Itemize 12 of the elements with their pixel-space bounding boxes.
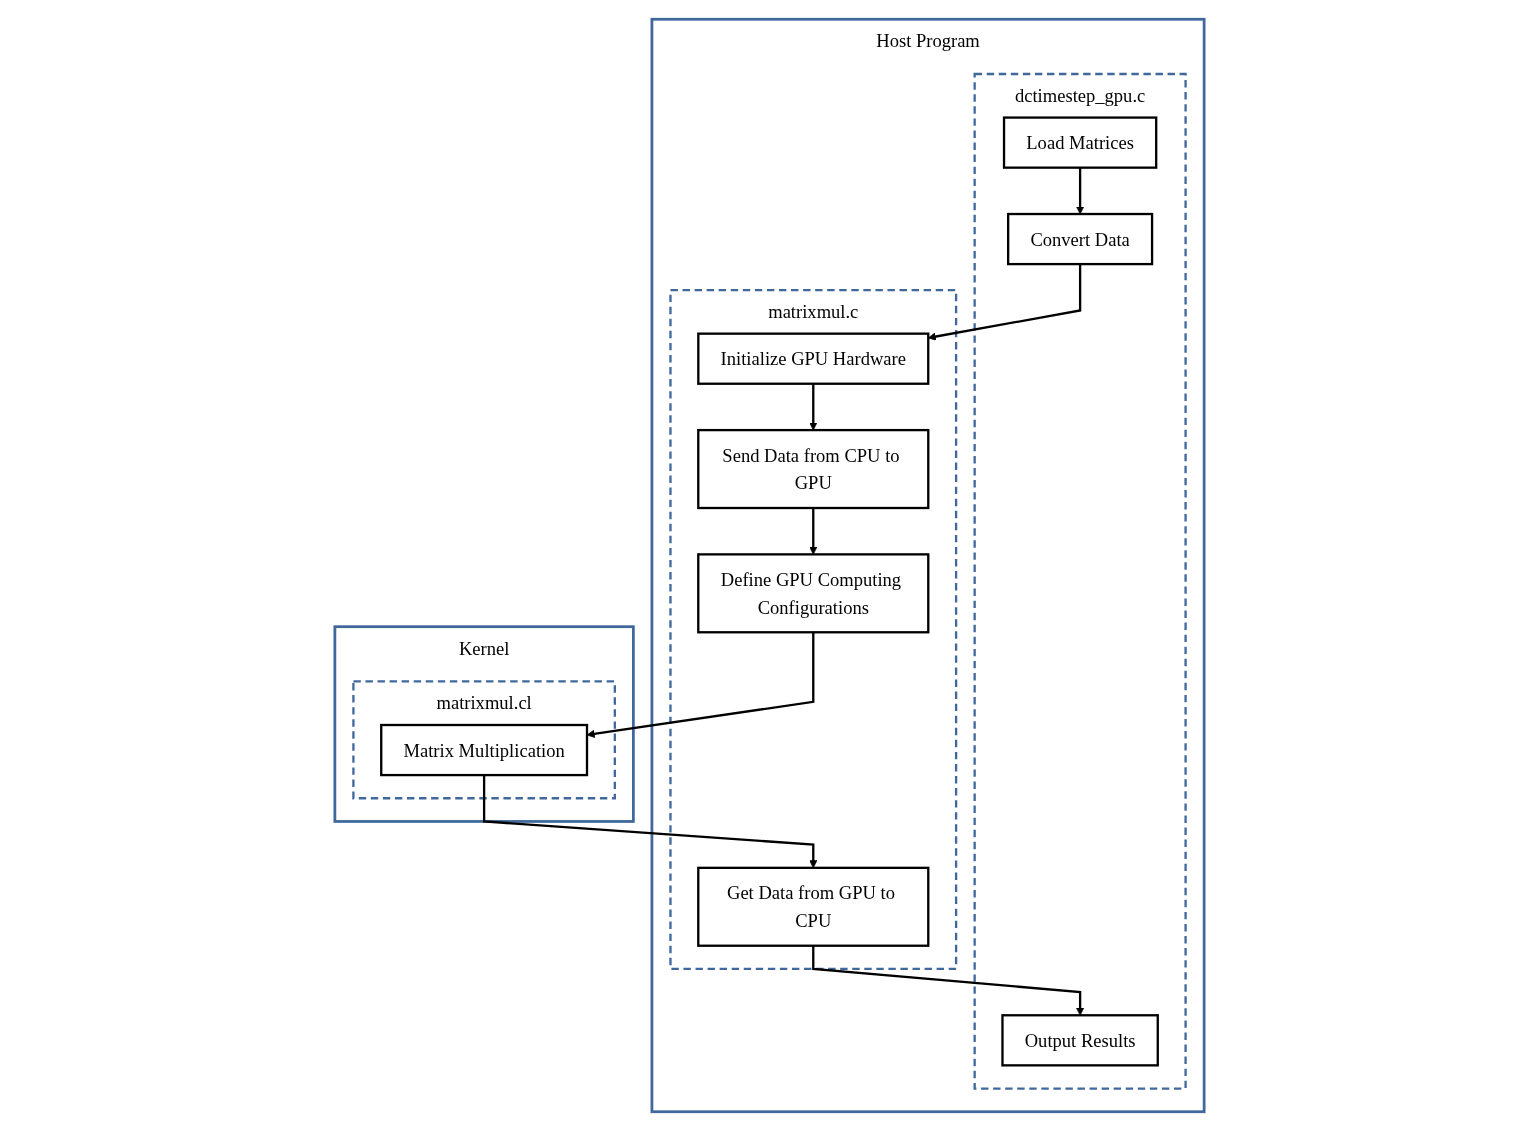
arrow [812,945,1085,1016]
arrow [809,508,818,555]
node-box: Initialize GPU Hardware [697,332,930,385]
node-box: Convert Data [1007,212,1154,266]
arrow [809,383,818,431]
node-box: Define GPU Computing Configurations [697,553,930,634]
node-box: Output Results [1001,1014,1159,1067]
node-box: Get Data from GPU to CPU [697,866,930,947]
node-box: Matrix Multiplication [380,723,589,777]
node-box: Send Data from CPU to GPU [697,428,930,510]
arrow [1076,167,1085,215]
node-box: Load Matrices [1002,116,1158,169]
